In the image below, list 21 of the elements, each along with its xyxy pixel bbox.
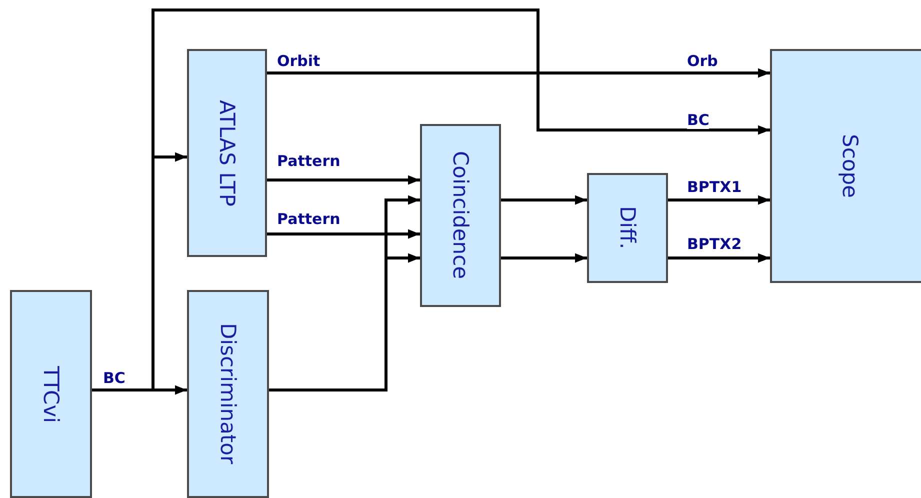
arrow (668, 253, 770, 263)
arrow (501, 195, 587, 205)
process-box (10, 290, 92, 498)
edge-label: BC (687, 111, 710, 129)
box-label: Discriminator (216, 323, 240, 465)
arrow (269, 253, 420, 392)
box-label: Diff. (616, 206, 640, 250)
box-label: TTCvi (39, 366, 63, 422)
box-label: Scope (838, 134, 862, 198)
box-label: ATLAS LTP (215, 100, 239, 206)
box-label: Coincidence (448, 151, 472, 280)
arrow (267, 175, 420, 185)
process-box (420, 124, 501, 307)
arrow (501, 253, 587, 263)
process-box (587, 173, 668, 283)
process-box (187, 290, 269, 498)
process-box (770, 49, 921, 283)
process-box (187, 49, 267, 257)
arrow (267, 229, 420, 239)
arrow (267, 68, 770, 78)
arrow (668, 195, 770, 205)
